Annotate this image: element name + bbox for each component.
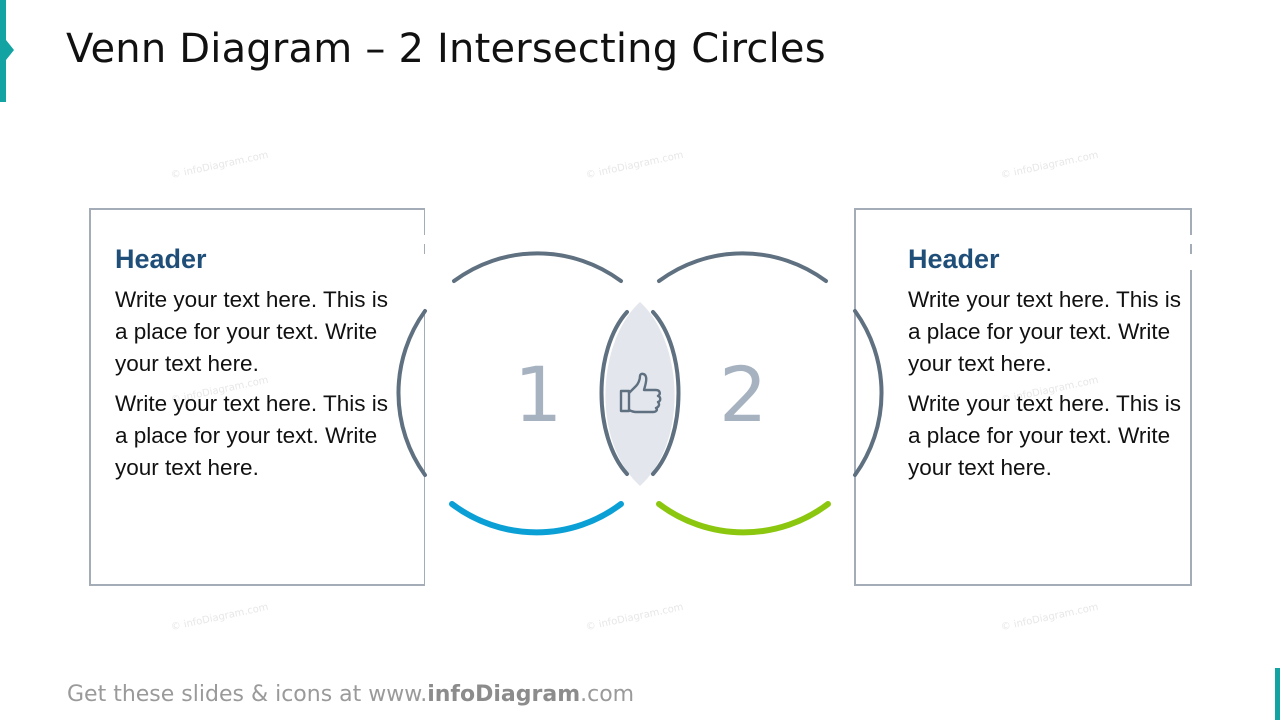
right-box-content: Header Write your text here. This is a p… xyxy=(908,244,1198,492)
left-text-box: Header Write your text here. This is a p… xyxy=(89,208,425,586)
title-accent-bar xyxy=(0,0,6,102)
right-box-paragraph-1: Write your text here. This is a place fo… xyxy=(908,287,1182,376)
left-box-paragraph-1: Write your text here. This is a place fo… xyxy=(115,287,389,376)
corner-accent-bar xyxy=(1275,668,1280,720)
left-box-content: Header Write your text here. This is a p… xyxy=(115,244,405,492)
circle-2-inner-arc xyxy=(599,310,629,476)
watermark: © infoDiagram.com xyxy=(999,149,1100,182)
circle-1-left-arc xyxy=(396,309,427,477)
watermark: © infoDiagram.com xyxy=(999,601,1100,634)
footer-brand: infoDiagram xyxy=(427,682,581,707)
circle-2-bottom-arc xyxy=(656,501,831,536)
footer-prefix: Get these slides & icons at www. xyxy=(67,682,428,707)
watermark: © infoDiagram.com xyxy=(584,601,685,634)
left-box-paragraph-2: Write your text here. This is a place fo… xyxy=(115,391,389,480)
circle-1-inner-arc xyxy=(651,310,681,476)
slide-title: Venn Diagram – 2 Intersecting Circles xyxy=(66,26,826,72)
footer-text: Get these slides & icons at www.infoDiag… xyxy=(67,682,634,707)
watermark: © infoDiagram.com xyxy=(169,601,270,634)
circle-2-right-arc xyxy=(853,309,884,477)
venn-diagram xyxy=(396,251,884,536)
circle-1-bottom-arc xyxy=(449,501,624,536)
footer-suffix: .com xyxy=(580,682,635,707)
right-box-frame xyxy=(854,208,1192,586)
right-box-paragraph-2: Write your text here. This is a place fo… xyxy=(908,391,1182,480)
left-box-header: Header xyxy=(115,244,207,274)
left-box-frame xyxy=(89,208,425,586)
circle-1-number: 1 xyxy=(514,350,563,439)
circle-2-top-arc xyxy=(657,251,828,283)
circle-2-number: 2 xyxy=(719,350,768,439)
watermark: © infoDiagram.com xyxy=(169,149,270,182)
title-accent-notch xyxy=(6,40,14,60)
thumbs-up-icon xyxy=(619,372,662,414)
right-text-box: Header Write your text here. This is a p… xyxy=(854,208,1192,586)
watermark: © infoDiagram.com xyxy=(584,149,685,182)
right-box-header: Header xyxy=(908,244,1000,274)
intersection-lens xyxy=(605,302,675,486)
circle-1-top-arc xyxy=(452,251,623,283)
